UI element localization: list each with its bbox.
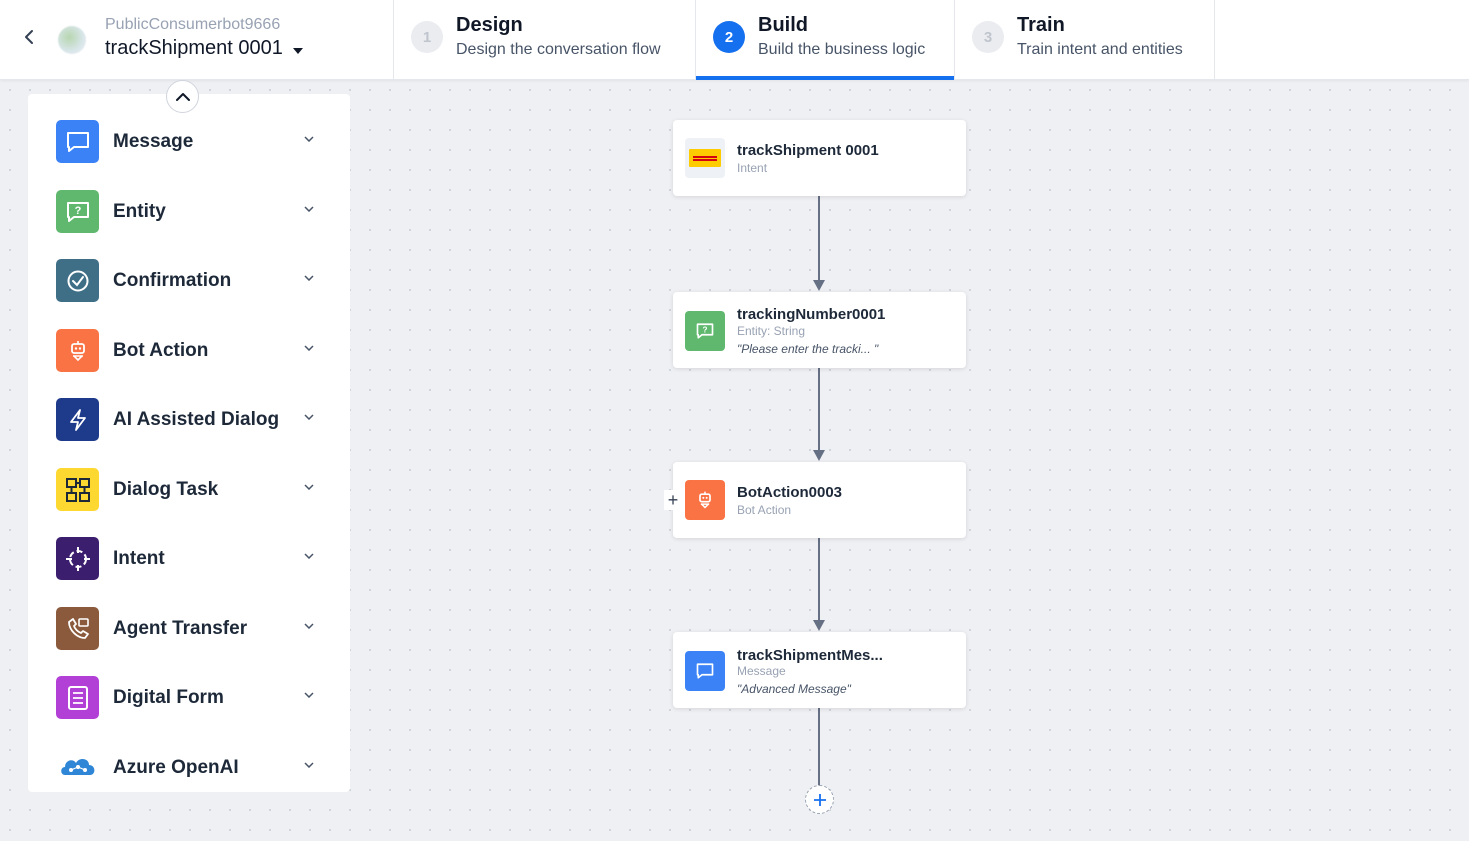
palette-item-label: Confirmation — [113, 270, 232, 291]
palette-item-azure-openai[interactable]: Azure OpenAI — [28, 746, 350, 790]
svg-text:?: ? — [74, 205, 81, 217]
entity-icon: ? — [56, 190, 99, 233]
chevron-left-icon — [25, 30, 33, 44]
palette-item-label: Digital Form — [113, 687, 224, 708]
caret-down-icon — [292, 47, 303, 54]
step-title: Build — [758, 14, 808, 36]
add-node-button[interactable] — [805, 785, 834, 814]
chevron-down-icon[interactable] — [302, 758, 316, 772]
palette-item-label: AI Assisted Dialog — [113, 409, 280, 430]
node-type: Message — [737, 664, 786, 678]
message-icon — [56, 120, 99, 163]
arrow-down-icon — [813, 450, 825, 461]
step-title: Train — [1017, 14, 1065, 36]
chevron-down-icon[interactable] — [302, 549, 316, 563]
step-subtitle: Train intent and entities — [1017, 41, 1183, 58]
node-type: Intent — [737, 161, 768, 175]
chevron-down-icon[interactable] — [302, 132, 316, 146]
insert-node-button[interactable]: + — [664, 490, 682, 510]
chevron-down-icon[interactable] — [302, 271, 316, 285]
palette-item-label: Bot Action — [113, 340, 209, 361]
node-name: trackShipment 0001 — [737, 142, 879, 159]
entity-icon: ? — [685, 311, 725, 351]
bot-name: PublicConsumerbot9666 — [105, 16, 281, 33]
step-train[interactable]: 3 Train Train intent and entities — [954, 0, 1215, 80]
palette-item-label: Agent Transfer — [113, 618, 248, 639]
palette-item-bot-action[interactable]: Bot Action — [28, 329, 350, 373]
palette-item-label: Azure OpenAI — [113, 757, 239, 778]
intent-icon — [56, 537, 99, 580]
active-step-indicator — [696, 76, 955, 80]
arrow-down-icon — [813, 280, 825, 291]
node-prompt: "Please enter the tracki... " — [737, 342, 879, 356]
palette-item-label: Intent — [113, 548, 165, 569]
top-header: PublicConsumerbot9666 trackShipment 0001… — [0, 0, 1469, 80]
step-subtitle: Build the business logic — [758, 41, 926, 58]
chevron-down-icon[interactable] — [302, 688, 316, 702]
confirmation-icon — [56, 259, 99, 302]
arrow-down-icon — [813, 620, 825, 631]
chevron-down-icon[interactable] — [302, 619, 316, 633]
plus-icon: + — [667, 489, 679, 510]
palette-item-confirmation[interactable]: Confirmation — [28, 259, 350, 303]
palette-item-agent-transfer[interactable]: Agent Transfer — [28, 607, 350, 651]
flow-connector — [818, 196, 820, 282]
plus-icon — [813, 793, 826, 806]
bot-action-icon — [685, 480, 725, 520]
agent-transfer-icon — [56, 607, 99, 650]
bot-action-icon — [56, 329, 99, 372]
palette-item-digital-form[interactable]: Digital Form — [28, 676, 350, 720]
chevron-down-icon[interactable] — [302, 341, 316, 355]
palette-item-label: Dialog Task — [113, 479, 219, 500]
dialog-task-icon — [56, 468, 99, 511]
node-card-entity[interactable]: ? trackingNumber0001 Entity: String "Ple… — [673, 292, 966, 368]
step-number: 2 — [713, 21, 745, 53]
dialog-selector[interactable]: trackShipment 0001 — [105, 37, 303, 60]
flow-connector — [818, 368, 820, 452]
node-prompt: "Advanced Message" — [737, 682, 851, 696]
chevron-down-icon[interactable] — [302, 202, 316, 216]
flow-connector — [818, 538, 820, 622]
node-type: Bot Action — [737, 503, 792, 517]
node-type: Entity: String — [737, 324, 806, 338]
svg-text:?: ? — [702, 326, 707, 335]
step-design[interactable]: 1 Design Design the conversation flow — [393, 0, 696, 80]
dialog-name: trackShipment 0001 — [105, 37, 283, 59]
step-number: 3 — [972, 21, 1004, 53]
chevron-up-icon — [175, 93, 190, 101]
palette-item-entity[interactable]: ? Entity — [28, 190, 350, 234]
lightning-icon — [56, 398, 99, 441]
flow-connector — [818, 708, 820, 786]
node-name: trackShipmentMes... — [737, 647, 883, 664]
back-button[interactable] — [18, 26, 40, 48]
message-icon — [685, 651, 725, 691]
chevron-down-icon[interactable] — [302, 410, 316, 424]
step-number: 1 — [411, 21, 443, 53]
palette-item-label: Message — [113, 131, 194, 152]
node-name: trackingNumber0001 — [737, 306, 886, 323]
step-build[interactable]: 2 Build Build the business logic — [695, 0, 955, 80]
dhl-logo-icon — [685, 138, 725, 178]
chevron-down-icon[interactable] — [302, 480, 316, 494]
palette-item-label: Entity — [113, 201, 166, 222]
azure-openai-icon — [56, 746, 99, 789]
palette-item-ai-assisted-dialog[interactable]: AI Assisted Dialog — [28, 398, 350, 442]
collapse-palette-button[interactable] — [166, 80, 199, 113]
palette-item-dialog-task[interactable]: Dialog Task — [28, 468, 350, 512]
step-subtitle: Design the conversation flow — [456, 41, 661, 58]
palette-item-message[interactable]: Message — [28, 120, 350, 164]
step-title: Design — [456, 14, 523, 36]
digital-form-icon — [56, 676, 99, 719]
node-card-bot-action[interactable]: BotAction0003 Bot Action — [673, 462, 966, 538]
palette-item-intent[interactable]: Intent — [28, 537, 350, 581]
node-card-intent[interactable]: trackShipment 0001 Intent — [673, 120, 966, 196]
node-card-message[interactable]: trackShipmentMes... Message "Advanced Me… — [673, 632, 966, 708]
node-name: BotAction0003 — [737, 484, 843, 501]
bot-avatar — [58, 26, 86, 54]
